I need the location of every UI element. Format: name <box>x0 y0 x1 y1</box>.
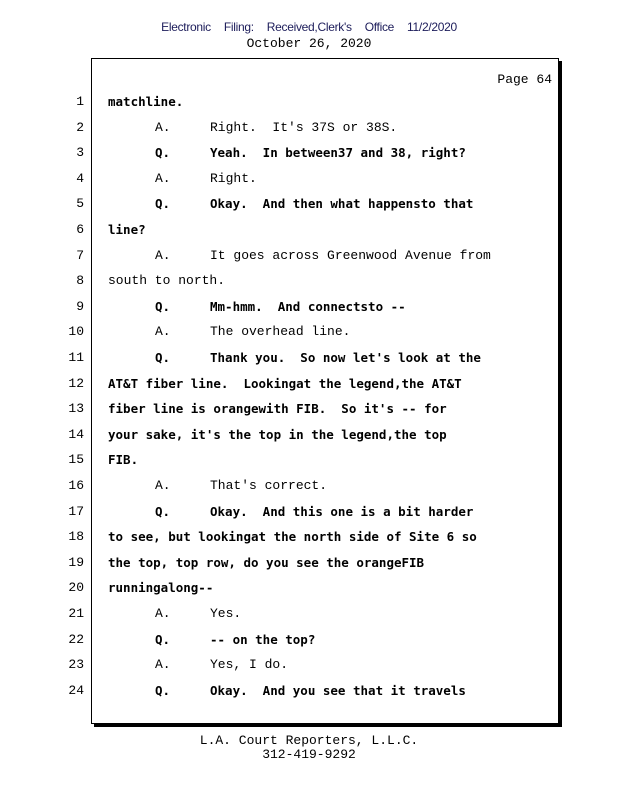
line-text: Thank you. So now let's look at the <box>210 350 481 365</box>
line-text: the top, top row, do you see the orangeF… <box>108 554 425 570</box>
speaker-label: A. <box>155 606 171 621</box>
speaker-label: Q. <box>155 350 171 365</box>
reporter-company: L.A. Court Reporters, L.L.C. <box>199 733 419 748</box>
speaker-label: A. <box>155 478 171 493</box>
line-number: 4 <box>76 170 84 186</box>
line-number: 7 <box>76 247 84 263</box>
line-text: to see, but lookingat the north side of … <box>108 529 477 545</box>
line-number: 23 <box>68 657 84 673</box>
line-number: 16 <box>68 478 84 493</box>
line-number: 22 <box>68 631 84 647</box>
speaker-label: Q. <box>155 298 171 314</box>
speaker-label: A. <box>155 119 171 135</box>
line-number: 15 <box>68 452 84 468</box>
speaker-label: Q. <box>155 196 171 212</box>
speaker-label: A. <box>155 324 171 340</box>
line-text: The overhead line. <box>210 324 351 340</box>
line-number: 2 <box>76 119 84 135</box>
line-text: Yes, I do. <box>210 657 289 673</box>
line-number: 12 <box>68 375 84 391</box>
line-text: It goes across Greenwood Avenue from <box>210 247 491 263</box>
line-number: 11 <box>68 350 84 365</box>
speaker-label: Q. <box>155 503 171 519</box>
deposition-date: October 26, 2020 <box>246 36 372 51</box>
line-text: line? <box>108 222 146 237</box>
line-number: 9 <box>76 298 84 314</box>
line-text: south to north. <box>108 273 226 289</box>
transcript-page: Page 64 <box>91 58 559 724</box>
line-number: 3 <box>76 145 84 161</box>
line-text: That's correct. <box>210 478 328 493</box>
line-number: 17 <box>68 503 84 519</box>
line-number: 13 <box>68 401 84 417</box>
line-text: Okay. And this one is a bit harder <box>210 503 474 519</box>
line-text: FIB. <box>108 452 139 468</box>
line-text: Yeah. In between37 and 38, right? <box>210 145 466 161</box>
line-text: runningalong-- <box>108 580 214 596</box>
line-number: 24 <box>68 682 84 698</box>
line-number: 21 <box>68 606 84 621</box>
line-text: Okay. And you see that it travels <box>210 682 466 698</box>
line-text: Right. <box>210 170 257 186</box>
speaker-label: A. <box>155 657 171 673</box>
line-number: 5 <box>76 196 84 212</box>
line-number: 1 <box>76 94 84 109</box>
line-number: 10 <box>68 324 84 340</box>
line-text: your sake, it's the top in the legend,th… <box>108 426 447 442</box>
line-number: 19 <box>68 554 84 570</box>
line-text: Okay. And then what happensto that <box>210 196 474 212</box>
line-number: 20 <box>68 580 84 596</box>
reporter-phone: 312-419-9292 <box>262 747 356 762</box>
line-number: 8 <box>76 273 84 289</box>
line-text: Yes. <box>210 606 242 621</box>
line-text: fiber line is orangewith FIB. So it's --… <box>108 401 447 417</box>
speaker-label: A. <box>155 247 171 263</box>
speaker-label: Q. <box>155 631 171 647</box>
line-number: 6 <box>76 222 84 237</box>
page-number: Page 64 <box>497 72 552 87</box>
speaker-label: Q. <box>155 145 171 161</box>
electronic-filing-stamp: Electronic Filing: Received,Clerk's Offi… <box>161 20 457 34</box>
line-text: AT&T fiber line. Lookingat the legend,th… <box>108 375 462 391</box>
line-text: -- on the top? <box>210 631 316 647</box>
speaker-label: Q. <box>155 682 171 698</box>
line-text: Right. It's 37S or 38S. <box>210 119 398 135</box>
speaker-label: A. <box>155 170 171 186</box>
line-number: 18 <box>68 529 84 545</box>
line-text: Mm-hmm. And connectsto -- <box>210 298 406 314</box>
line-number: 14 <box>68 426 84 442</box>
line-text: matchline. <box>108 94 184 109</box>
